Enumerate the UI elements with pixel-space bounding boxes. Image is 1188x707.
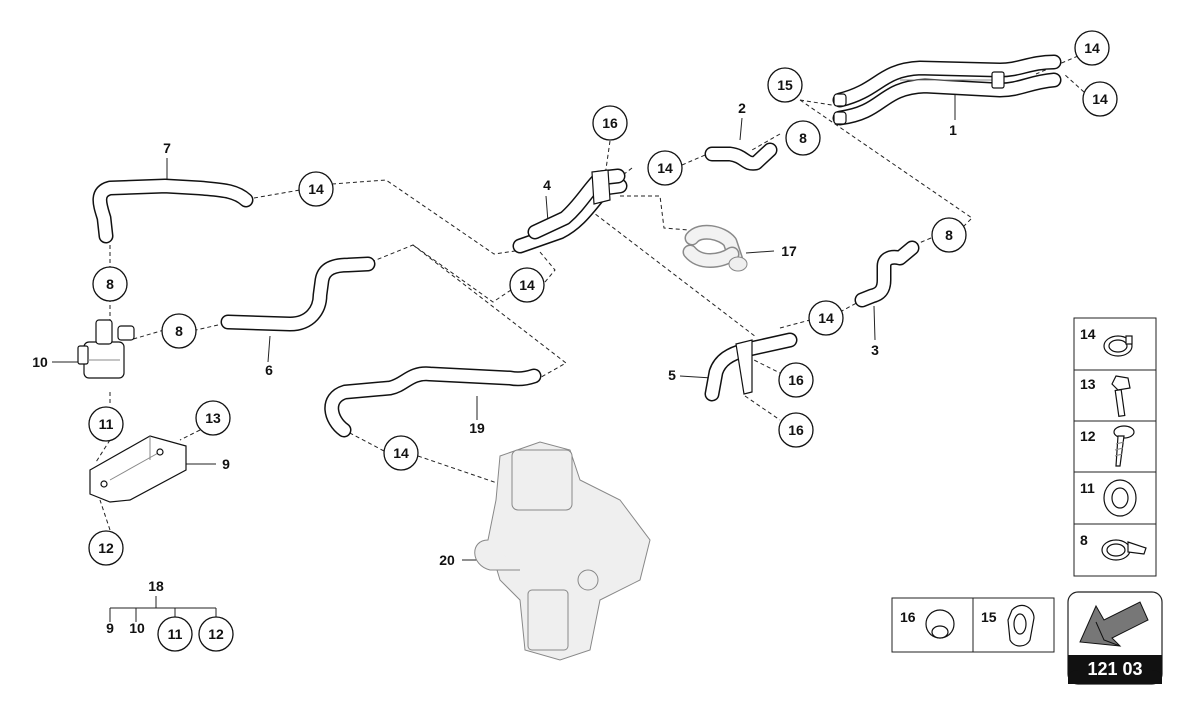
callout-bubble (88, 406, 124, 442)
legend-number: 12 (1080, 428, 1096, 444)
part-label: 9 (106, 620, 114, 636)
callout-number: 14 (1092, 91, 1108, 107)
callout-bubble (92, 266, 128, 302)
part-label: 18 (148, 578, 164, 594)
callout-number: 8 (106, 276, 114, 292)
legend-number: 11 (1080, 480, 1095, 496)
screw-icon (1113, 425, 1135, 467)
callout-number: 8 (799, 130, 807, 146)
callout-number: 16 (602, 115, 618, 131)
pipe-4 (512, 168, 628, 254)
callout-number: 8 (945, 227, 953, 243)
callout-bubble (931, 217, 967, 253)
heater-unit (474, 441, 651, 661)
callout-bubble (383, 435, 419, 471)
part-labels: 1 2 3 4 5 6 7 9 10 17 18 19 20 9 10 (32, 100, 957, 636)
callout-bubble (785, 120, 821, 156)
callout-number: 13 (205, 410, 221, 426)
legend-number: 16 (900, 609, 916, 625)
part-label: 10 (32, 354, 48, 370)
callout-number: 14 (1084, 40, 1100, 56)
callout-bubble (195, 400, 231, 436)
callout-bubble (1074, 30, 1110, 66)
callout-bubble (509, 267, 545, 303)
legend-number: 13 (1080, 376, 1096, 392)
plug-icon (925, 609, 955, 639)
hose-3 (854, 240, 920, 308)
callout-bubble (778, 412, 814, 448)
callout-bubble (808, 300, 844, 336)
legend-number: 15 (981, 609, 997, 625)
hose-clamp-icon (1103, 335, 1133, 357)
water-pump (77, 319, 135, 379)
leader-lines (52, 55, 1085, 622)
part-label: 19 (469, 420, 485, 436)
part-label: 5 (668, 367, 676, 383)
callout-bubble (161, 313, 197, 349)
part-label: 1 (949, 122, 957, 138)
callout-number: 14 (308, 181, 324, 197)
ghost-hose-17 (682, 224, 748, 272)
callout-bubble (767, 67, 803, 103)
hose-19 (324, 366, 542, 438)
callout-bubble (157, 616, 193, 652)
part-label: 7 (163, 140, 171, 156)
twin-pipe-assembly (832, 54, 1062, 126)
callout-number: 12 (208, 626, 224, 642)
callout-number: 11 (99, 416, 114, 432)
page-code-box: 121 03 (1067, 591, 1163, 685)
part-label: 6 (265, 362, 273, 378)
callout-number: 14 (393, 445, 409, 461)
part-label: 3 (871, 342, 879, 358)
part-label: 10 (129, 620, 145, 636)
part-label: 2 (738, 100, 746, 116)
part-label: 9 (222, 456, 230, 472)
part-label: 4 (543, 177, 551, 193)
part-label: 17 (781, 243, 797, 259)
hose-7 (92, 178, 254, 244)
arrow-icon (1079, 601, 1149, 647)
clip-icon (1007, 604, 1035, 647)
hose-2 (704, 142, 778, 171)
legend-number: 14 (1080, 326, 1096, 342)
callout-bubble (1082, 81, 1118, 117)
callout-number: 14 (818, 310, 834, 326)
hose-6 (220, 256, 376, 332)
callout-bubble (647, 150, 683, 186)
callout-number: 12 (98, 540, 114, 556)
callout-number: 11 (168, 626, 183, 642)
callout-number: 16 (788, 372, 804, 388)
part-label: 20 (439, 552, 455, 568)
callout-bubble (198, 616, 234, 652)
callouts: 14 14 15 16 8 14 14 14 8 14 8 8 16 16 11… (88, 30, 1118, 652)
callout-number: 8 (175, 323, 183, 339)
bolt-icon (1111, 375, 1131, 417)
callout-number: 14 (519, 277, 535, 293)
callout-bubble (778, 362, 814, 398)
callout-bubble (298, 171, 334, 207)
spring-clamp-icon (1101, 539, 1147, 561)
callout-number: 16 (788, 422, 804, 438)
legend-bottom: 16 15 (891, 597, 1055, 653)
callout-number: 15 (777, 77, 793, 93)
callout-bubble (592, 105, 628, 141)
legend-number: 8 (1080, 532, 1088, 548)
legend-table: 14 13 12 11 8 (1073, 317, 1157, 577)
bracket-9 (89, 435, 187, 503)
page-code: 121 03 (1087, 659, 1142, 679)
callout-bubble (88, 530, 124, 566)
grommet-icon (1103, 479, 1137, 517)
pipe-5 (704, 332, 798, 402)
callout-number: 14 (657, 160, 673, 176)
